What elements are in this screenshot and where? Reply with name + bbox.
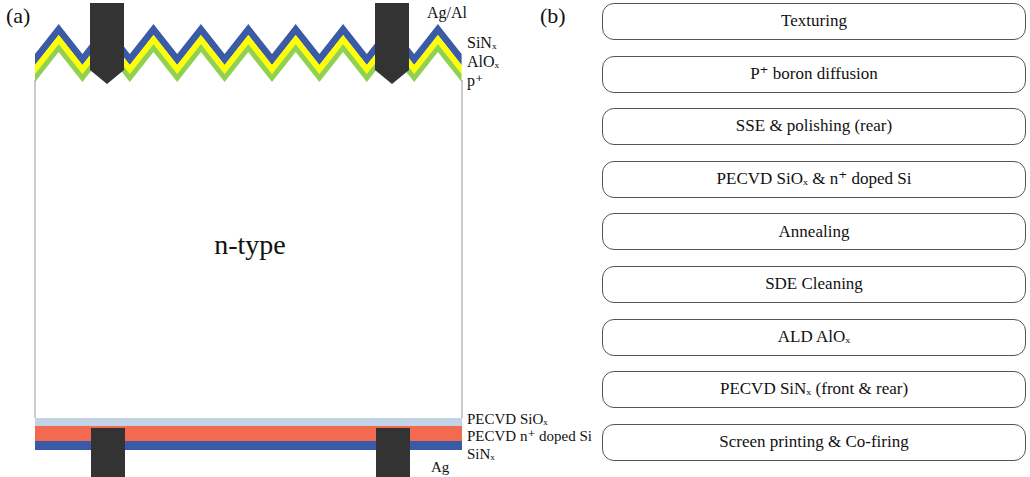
- sio-layer: [35, 418, 462, 426]
- panel-label: (a): [6, 4, 30, 28]
- process-box: PECVD SiNₓ (front & rear): [602, 371, 1026, 408]
- step-text: SDE Cleaning: [765, 275, 863, 294]
- process-box: P⁺ boron diffusion: [602, 56, 1026, 93]
- step-text: Texturing: [781, 12, 847, 31]
- part-name: p⁺: [467, 72, 483, 90]
- process-box: SSE & polishing (rear): [602, 108, 1026, 145]
- process-box: PECVD SiOₓ & n⁺ doped Si: [602, 161, 1026, 198]
- process-box: Annealing: [602, 213, 1026, 250]
- rear-finger: [91, 428, 125, 477]
- part-name: PECVD n⁺ doped Si: [467, 428, 592, 445]
- cell-edge: [35, 80, 36, 418]
- step-text: PECVD SiOₓ & n⁺ doped Si: [717, 170, 912, 189]
- rear-finger: [376, 428, 410, 477]
- part-name: AlOₓ: [467, 53, 499, 71]
- process-box: SDE Cleaning: [602, 266, 1026, 303]
- process-box: Screen printing & Co-firing: [602, 424, 1026, 461]
- part-name: PECVD SiOₓ: [467, 411, 548, 428]
- process-box: ALD AlOₓ: [602, 319, 1026, 356]
- cell-edge: [462, 80, 463, 418]
- part-name: Ag: [431, 459, 449, 476]
- step-text: PECVD SiNₓ (front & rear): [720, 380, 908, 399]
- panel-label: (b): [540, 4, 566, 28]
- part-name: Ag/Al: [427, 4, 467, 22]
- step-text: ALD AlOₓ: [778, 328, 850, 347]
- part-name: SiNₓ: [467, 446, 495, 463]
- front-finger: [90, 3, 124, 84]
- part-name: n-type: [214, 230, 286, 261]
- process-box: Texturing: [602, 3, 1026, 40]
- step-text: SSE & polishing (rear): [736, 117, 892, 136]
- front-finger: [375, 3, 409, 84]
- step-text: Screen printing & Co-firing: [719, 433, 908, 452]
- step-text: P⁺ boron diffusion: [750, 65, 878, 84]
- step-text: Annealing: [779, 223, 850, 242]
- part-name: SiNₓ: [467, 34, 497, 52]
